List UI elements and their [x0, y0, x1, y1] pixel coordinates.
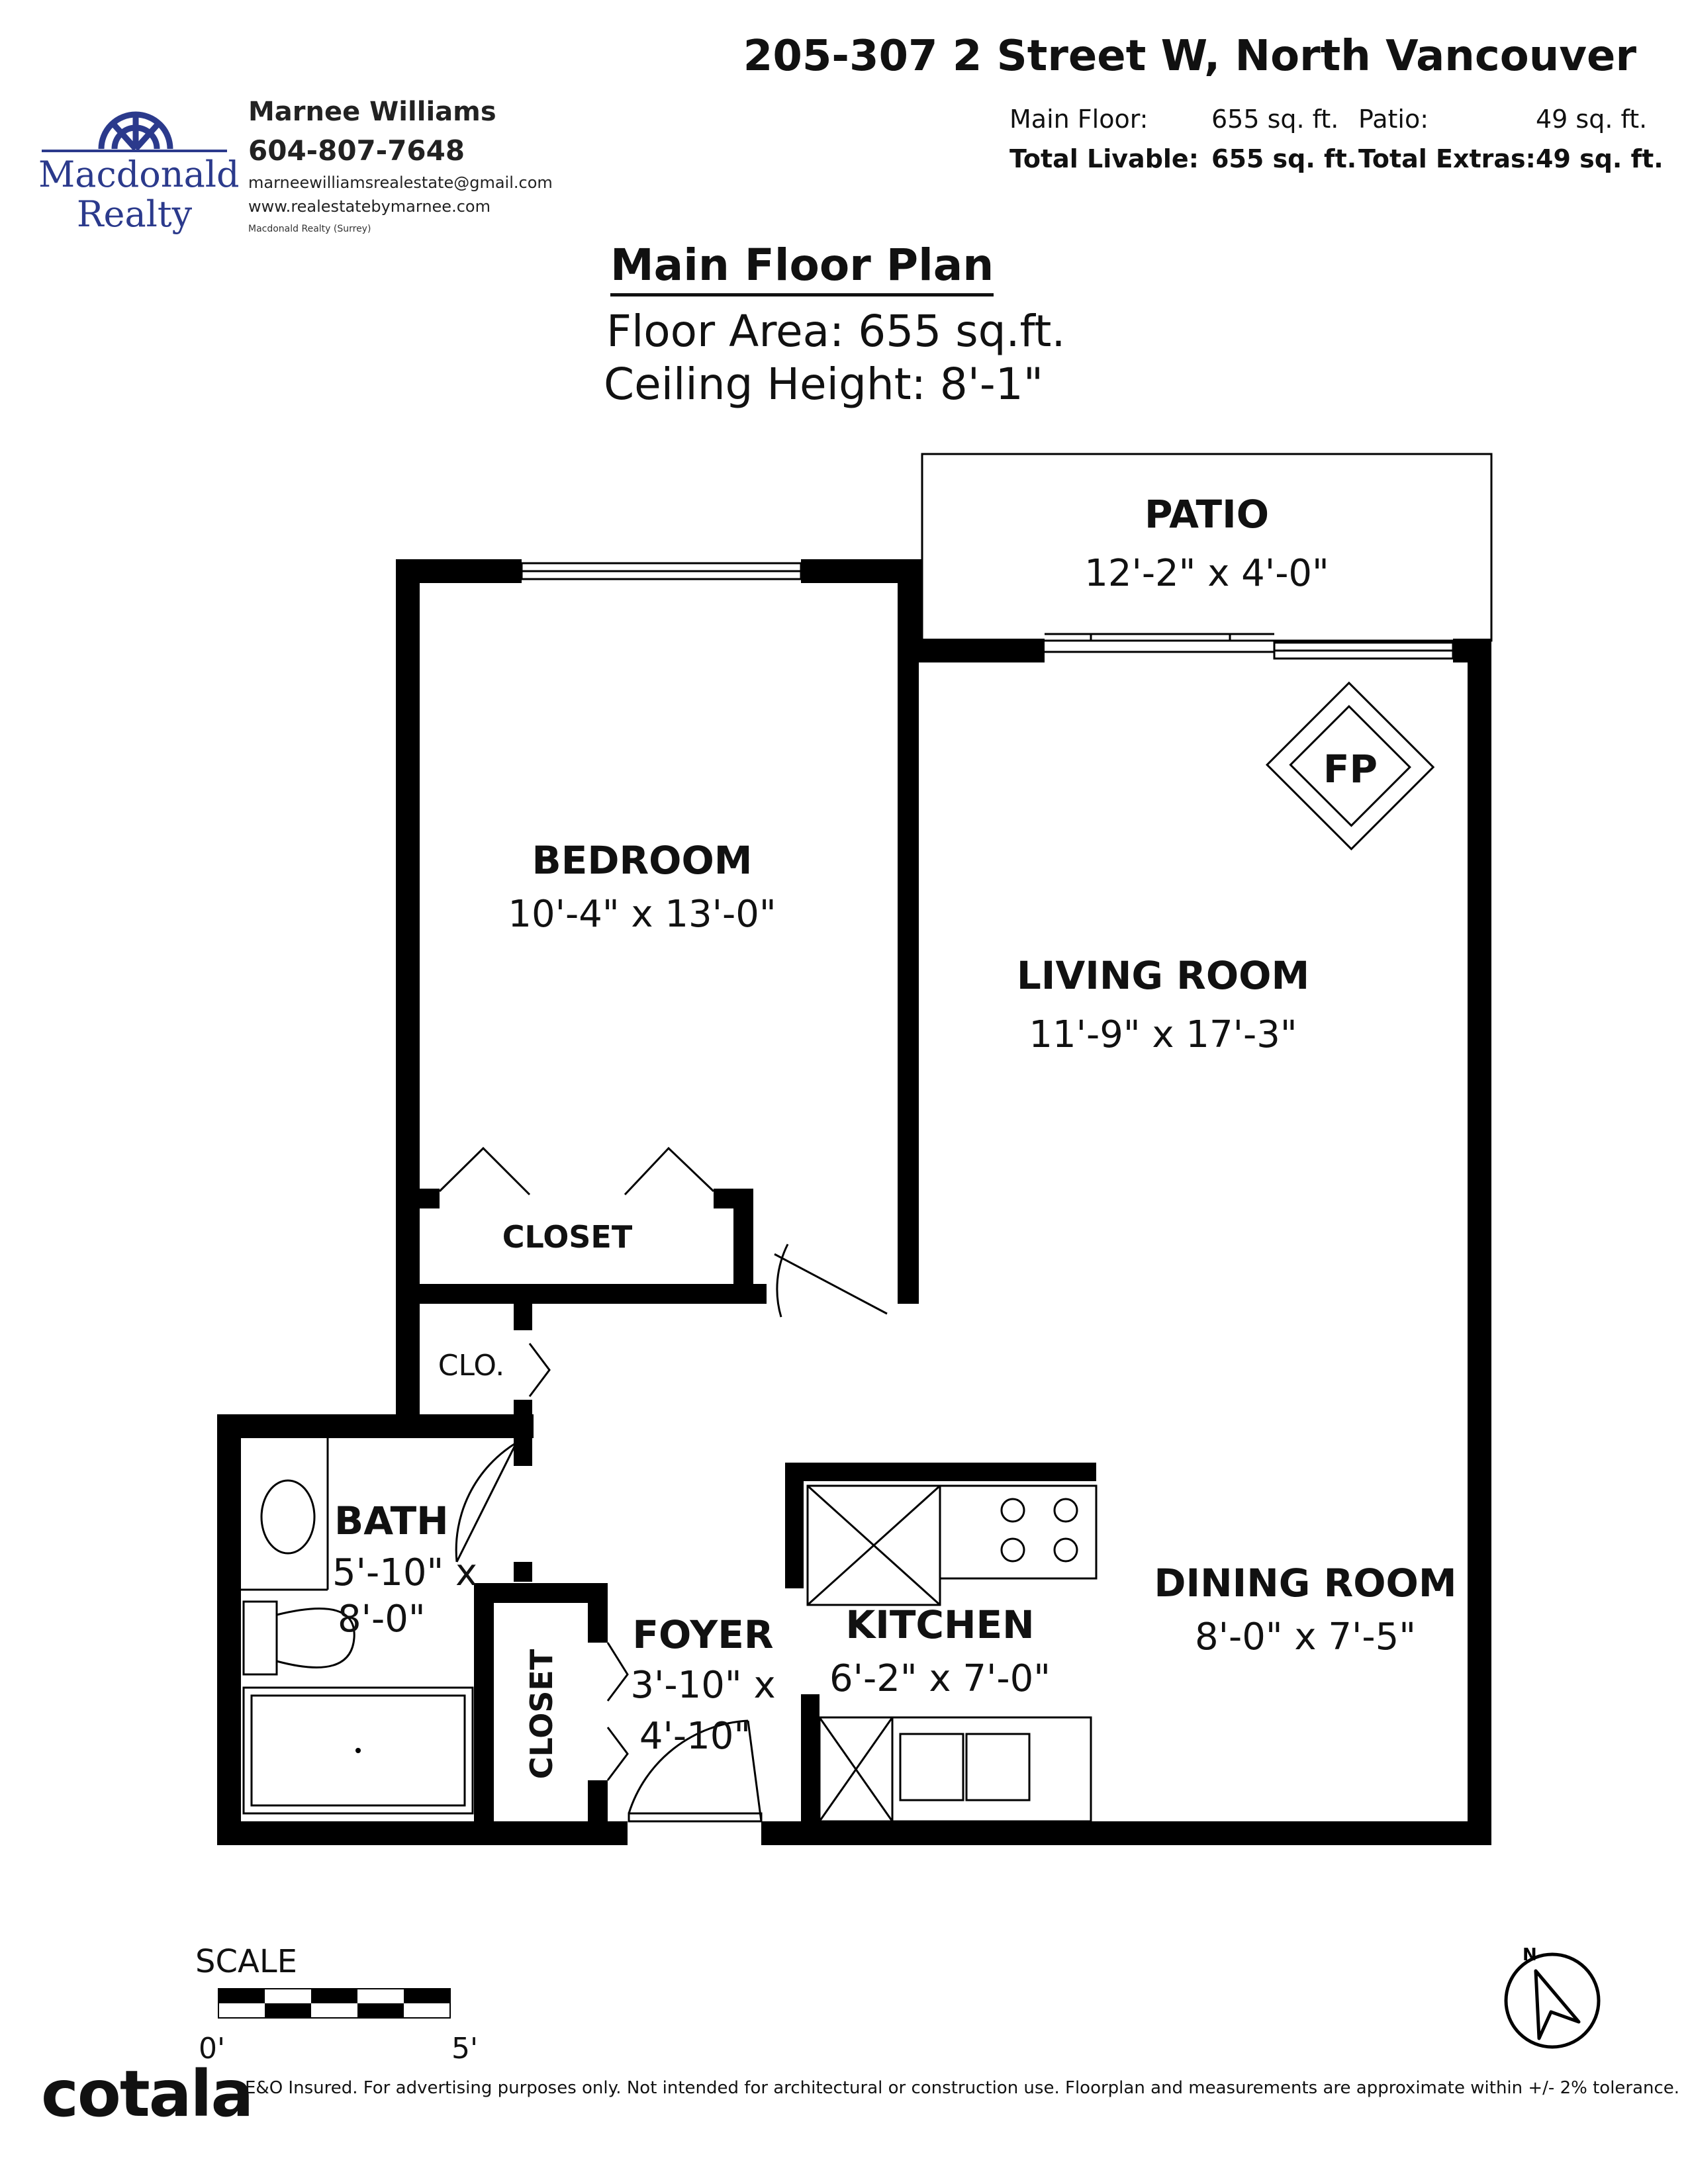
scale-end: 5' — [451, 2032, 478, 2066]
compass-label: N — [1523, 1945, 1537, 1965]
bedroom-closet-doors — [438, 1146, 715, 1196]
label-living-room: LIVING ROOM — [1017, 953, 1309, 998]
label-patio-dims: 12'-2" x 4'-0" — [1084, 552, 1329, 595]
label-patio: PATIO — [1145, 492, 1269, 537]
north-compass-icon: N — [1504, 1945, 1601, 2049]
sliding-door-patio — [1045, 633, 1274, 653]
summary-total-livable-label: Total Livable: — [1009, 144, 1199, 173]
brokerage-logo: Macdonald Realty — [38, 93, 240, 245]
summary-total-extras-value: 49 sq. ft. — [1536, 144, 1664, 173]
disclaimer: E&O Insured. For advertising purposes on… — [245, 2078, 1680, 2098]
label-dining-room: DINING ROOM — [1154, 1561, 1456, 1606]
kitchen-counter — [818, 1716, 1092, 1823]
label-bedroom-closet: CLOSET — [502, 1219, 633, 1255]
stove — [939, 1484, 1098, 1580]
label-bath-dims1: 5'-10" x — [332, 1551, 477, 1594]
kitchen-sink — [899, 1733, 1031, 1801]
agent-name: Marnee Williams — [248, 97, 496, 127]
summary-patio-label: Patio: — [1358, 105, 1429, 134]
bath-vanity — [241, 1438, 329, 1591]
label-living-room-dims: 11'-9" x 17'-3" — [1029, 1013, 1297, 1056]
agent-brokerage: Macdonald Realty (Surrey) — [248, 224, 371, 234]
label-bedroom: BEDROOM — [532, 838, 753, 883]
foyer-closet-doors — [606, 1642, 629, 1781]
agent-website: www.realestatebymarnee.com — [248, 197, 491, 216]
label-fp: FP — [1323, 747, 1378, 792]
logo-text-line1: Macdonald — [38, 154, 240, 195]
label-bath-dims2: 8'-0" — [338, 1598, 426, 1641]
fireplace — [1266, 681, 1435, 850]
label-foyer-dims2: 4'-10" — [639, 1715, 751, 1758]
label-foyer: FOYER — [632, 1612, 773, 1657]
shower — [242, 1686, 474, 1815]
logo-text-line2: Realty — [76, 193, 193, 235]
plan-ceiling-height: Ceiling Height: 8'-1" — [604, 359, 1044, 410]
agent-email: marneewilliamsrealestate@gmail.com — [248, 173, 553, 192]
bath-door — [455, 1441, 518, 1563]
scale-bar: SCALE 0' 5' — [195, 1943, 478, 2066]
window-living — [1273, 641, 1454, 660]
summary-main-floor-label: Main Floor: — [1009, 105, 1149, 134]
patio-outline — [921, 453, 1493, 642]
refrigerator — [806, 1484, 941, 1606]
cotala-logo: cotala — [41, 2057, 254, 2131]
label-dining-room-dims: 8'-0" x 7'-5" — [1195, 1615, 1416, 1659]
label-kitchen-dims: 6'-2" x 7'-0" — [829, 1657, 1051, 1700]
summary-patio-value: 49 sq. ft. — [1536, 105, 1648, 134]
label-foyer-closet: CLOSET — [524, 1649, 559, 1779]
plan-title: Main Floor Plan — [610, 240, 994, 296]
label-bath: BATH — [334, 1498, 449, 1543]
property-address: 205-307 2 Street W, North Vancouver — [743, 32, 1636, 81]
plan-floor-area: Floor Area: 655 sq.ft. — [606, 306, 1066, 357]
label-kitchen: KITCHEN — [845, 1602, 1034, 1647]
exterior-walls — [217, 559, 1491, 1845]
summary-total-extras-label: Total Extras: — [1358, 144, 1536, 173]
label-bedroom-dims: 10'-4" x 13'-0" — [508, 893, 776, 936]
summary-main-floor-value: 655 sq. ft. — [1211, 105, 1339, 134]
interior-walls — [396, 652, 1096, 1845]
label-foyer-dims1: 3'-10" x — [630, 1664, 775, 1707]
summary-total-livable-value: 655 sq. ft. — [1211, 144, 1357, 173]
window-bedroom — [520, 562, 802, 580]
bedroom-door — [774, 1244, 888, 1318]
toilet — [242, 1600, 355, 1676]
logo-sunburst-icon — [42, 111, 227, 152]
label-clo: CLO. — [438, 1349, 505, 1383]
clo-door — [528, 1343, 551, 1397]
entry-door — [628, 1719, 763, 1823]
scale-start: 0' — [199, 2032, 225, 2066]
agent-phone: 604-807-7648 — [248, 134, 465, 167]
scale-label: SCALE — [195, 1943, 297, 1980]
